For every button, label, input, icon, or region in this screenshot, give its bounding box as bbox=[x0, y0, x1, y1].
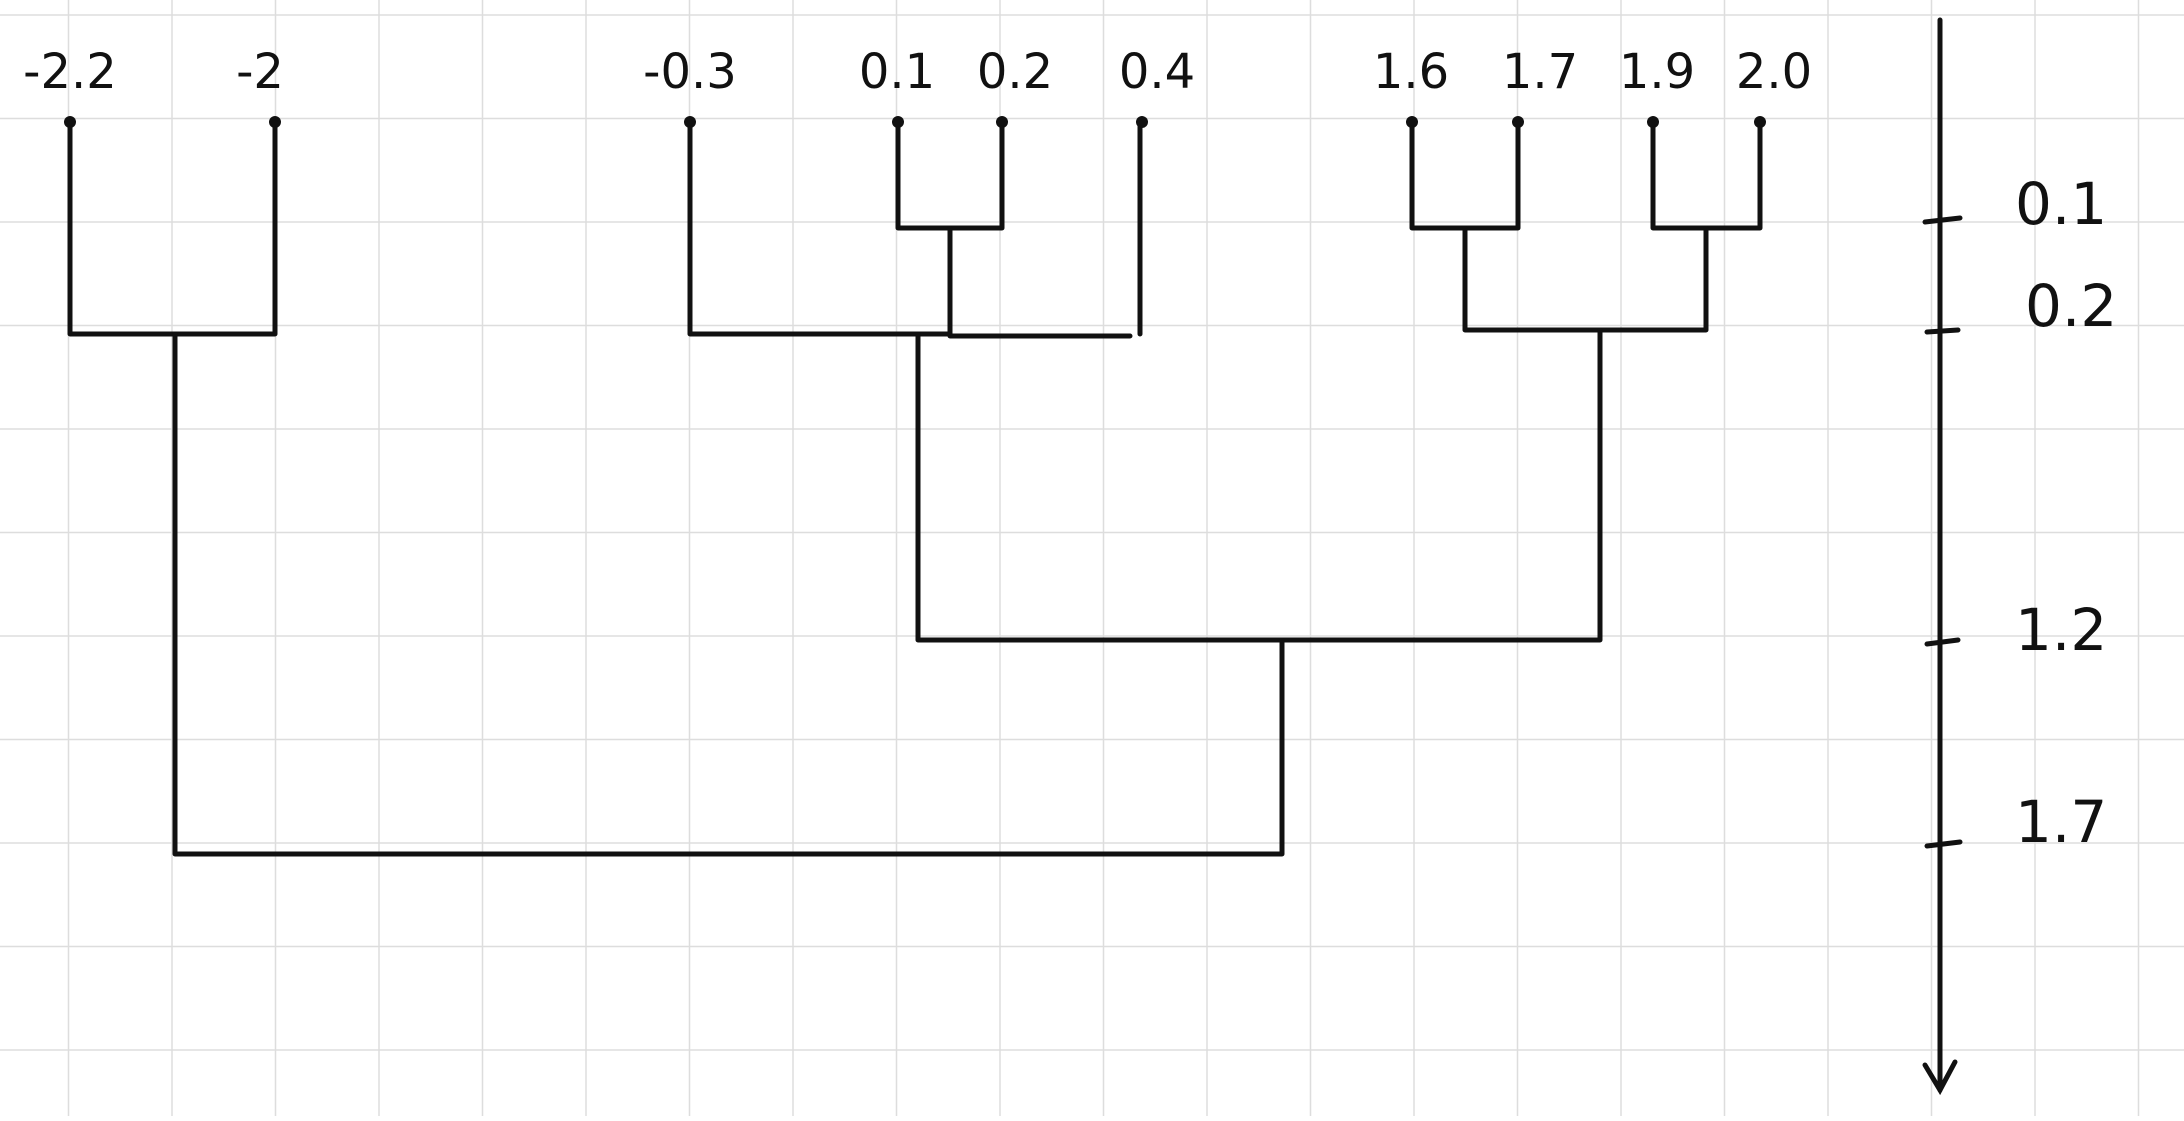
scale-label: 1.7 bbox=[2015, 788, 2107, 856]
scale-label: 0.2 bbox=[2025, 272, 2117, 340]
merge-branch bbox=[1409, 119, 1521, 231]
merge-branch bbox=[915, 327, 1603, 643]
height-axis bbox=[1922, 17, 1963, 1096]
leaf-label: -2.2 bbox=[23, 44, 117, 100]
scale-label: 1.2 bbox=[2015, 596, 2107, 664]
leaf-label: 0.2 bbox=[977, 44, 1053, 100]
leaf-label: 1.7 bbox=[1502, 44, 1578, 100]
merge-branch bbox=[687, 119, 1143, 339]
leaf-labels: -2.2 -2 -0.3 0.1 0.2 0.4 1.6 1.7 1.9 2.0 bbox=[23, 44, 1812, 100]
merge-branch bbox=[1650, 119, 1763, 231]
leaf-label: -0.3 bbox=[643, 44, 737, 100]
scale-label: 0.1 bbox=[2015, 170, 2107, 238]
scale-labels: 0.1 0.2 1.2 1.7 bbox=[2015, 170, 2117, 856]
merge-branch bbox=[895, 119, 1005, 231]
scale-tick bbox=[1922, 215, 1963, 225]
leaf-label: 1.6 bbox=[1373, 44, 1449, 100]
leaf-label: 2.0 bbox=[1736, 44, 1812, 100]
height-axis-arrowhead bbox=[1922, 1059, 1958, 1096]
leaf-label: 0.1 bbox=[859, 44, 935, 100]
scale-tick bbox=[1924, 637, 1961, 647]
scale-tick bbox=[1924, 327, 1961, 335]
leaf-label: -2 bbox=[236, 44, 284, 100]
dendrogram-branches bbox=[67, 119, 1763, 857]
scale-tick bbox=[1924, 839, 1963, 849]
leaf-label: 1.9 bbox=[1619, 44, 1695, 100]
leaf-label: 0.4 bbox=[1119, 44, 1195, 100]
merge-branch bbox=[1462, 225, 1709, 333]
merge-branch bbox=[172, 331, 1285, 857]
